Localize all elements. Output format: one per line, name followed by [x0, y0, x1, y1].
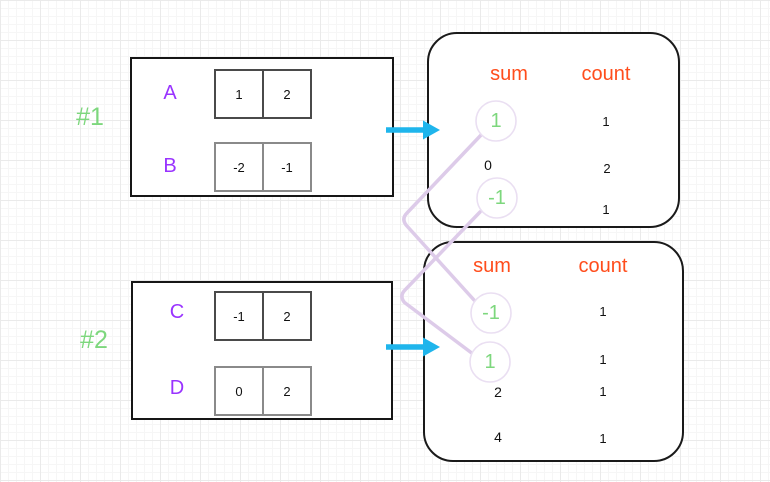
array-a-label: A	[163, 82, 177, 104]
array-c-cells: -1 2	[214, 291, 312, 341]
group2-result-box: sum count 1 1 2 1 4 1	[423, 241, 684, 462]
group1-count-row1: 1	[602, 114, 610, 129]
group2-sum-header: sum	[473, 255, 511, 277]
group2-sum-row2-highlighted: 1	[484, 351, 496, 373]
highlight-circle-g2-sumneg1	[470, 292, 512, 334]
array-d-label: D	[169, 377, 185, 399]
array-b-label: B	[163, 155, 177, 177]
group1-label: #1	[76, 103, 104, 131]
group2-count-row1: 1	[599, 304, 607, 319]
group2-label: #2	[80, 326, 108, 354]
array-c-label: C	[169, 301, 185, 323]
link-line-sumneg1-to-sum1	[400, 210, 482, 356]
group2-sum-row4: 4	[494, 429, 502, 445]
highlight-circle-g1-sum1	[475, 100, 517, 142]
array-a-cells: 1 2	[214, 69, 312, 119]
link-line-sum1-to-sumneg1	[402, 132, 484, 302]
group1-count-row3: 1	[602, 202, 610, 217]
group2-sum-row3: 2	[494, 384, 502, 400]
group2-count-row2: 1	[599, 352, 607, 367]
array-b-cells: -2 -1	[214, 142, 312, 192]
flow-arrow-icon-group1	[386, 120, 440, 140]
array-c-cell-1: 2	[262, 291, 312, 341]
group1-result-box: sum count 1 0 2 1	[427, 32, 680, 228]
group2-count-row3: 1	[599, 384, 607, 399]
highlight-circle-g2-sum1	[469, 341, 511, 383]
array-d-cell-0: 0	[214, 366, 264, 416]
group2-input-box: C -1 2 D 0 2	[131, 281, 393, 420]
group1-input-box: A 1 2 B -2 -1	[130, 57, 394, 197]
group1-sum-row2: 0	[484, 157, 492, 173]
array-d-cell-1: 2	[262, 366, 312, 416]
group1-count-header: count	[581, 63, 631, 85]
group1-count-row2: 2	[603, 161, 611, 176]
array-d-cells: 0 2	[214, 366, 312, 416]
group2-count-header: count	[578, 255, 628, 277]
group2-count-row4: 1	[599, 431, 607, 446]
array-a-cell-1: 2	[262, 69, 312, 119]
group1-sum-row3-highlighted: -1	[488, 187, 506, 209]
group2-sum-row1-highlighted: -1	[482, 302, 500, 324]
group1-sum-row1-highlighted: 1	[490, 110, 502, 132]
array-b-cell-0: -2	[214, 142, 264, 192]
group1-sum-header: sum	[490, 63, 528, 85]
array-c-cell-0: -1	[214, 291, 264, 341]
array-b-cell-1: -1	[262, 142, 312, 192]
highlight-circle-g1-sumneg1	[476, 177, 518, 219]
flow-arrow-icon-group2	[386, 337, 440, 357]
